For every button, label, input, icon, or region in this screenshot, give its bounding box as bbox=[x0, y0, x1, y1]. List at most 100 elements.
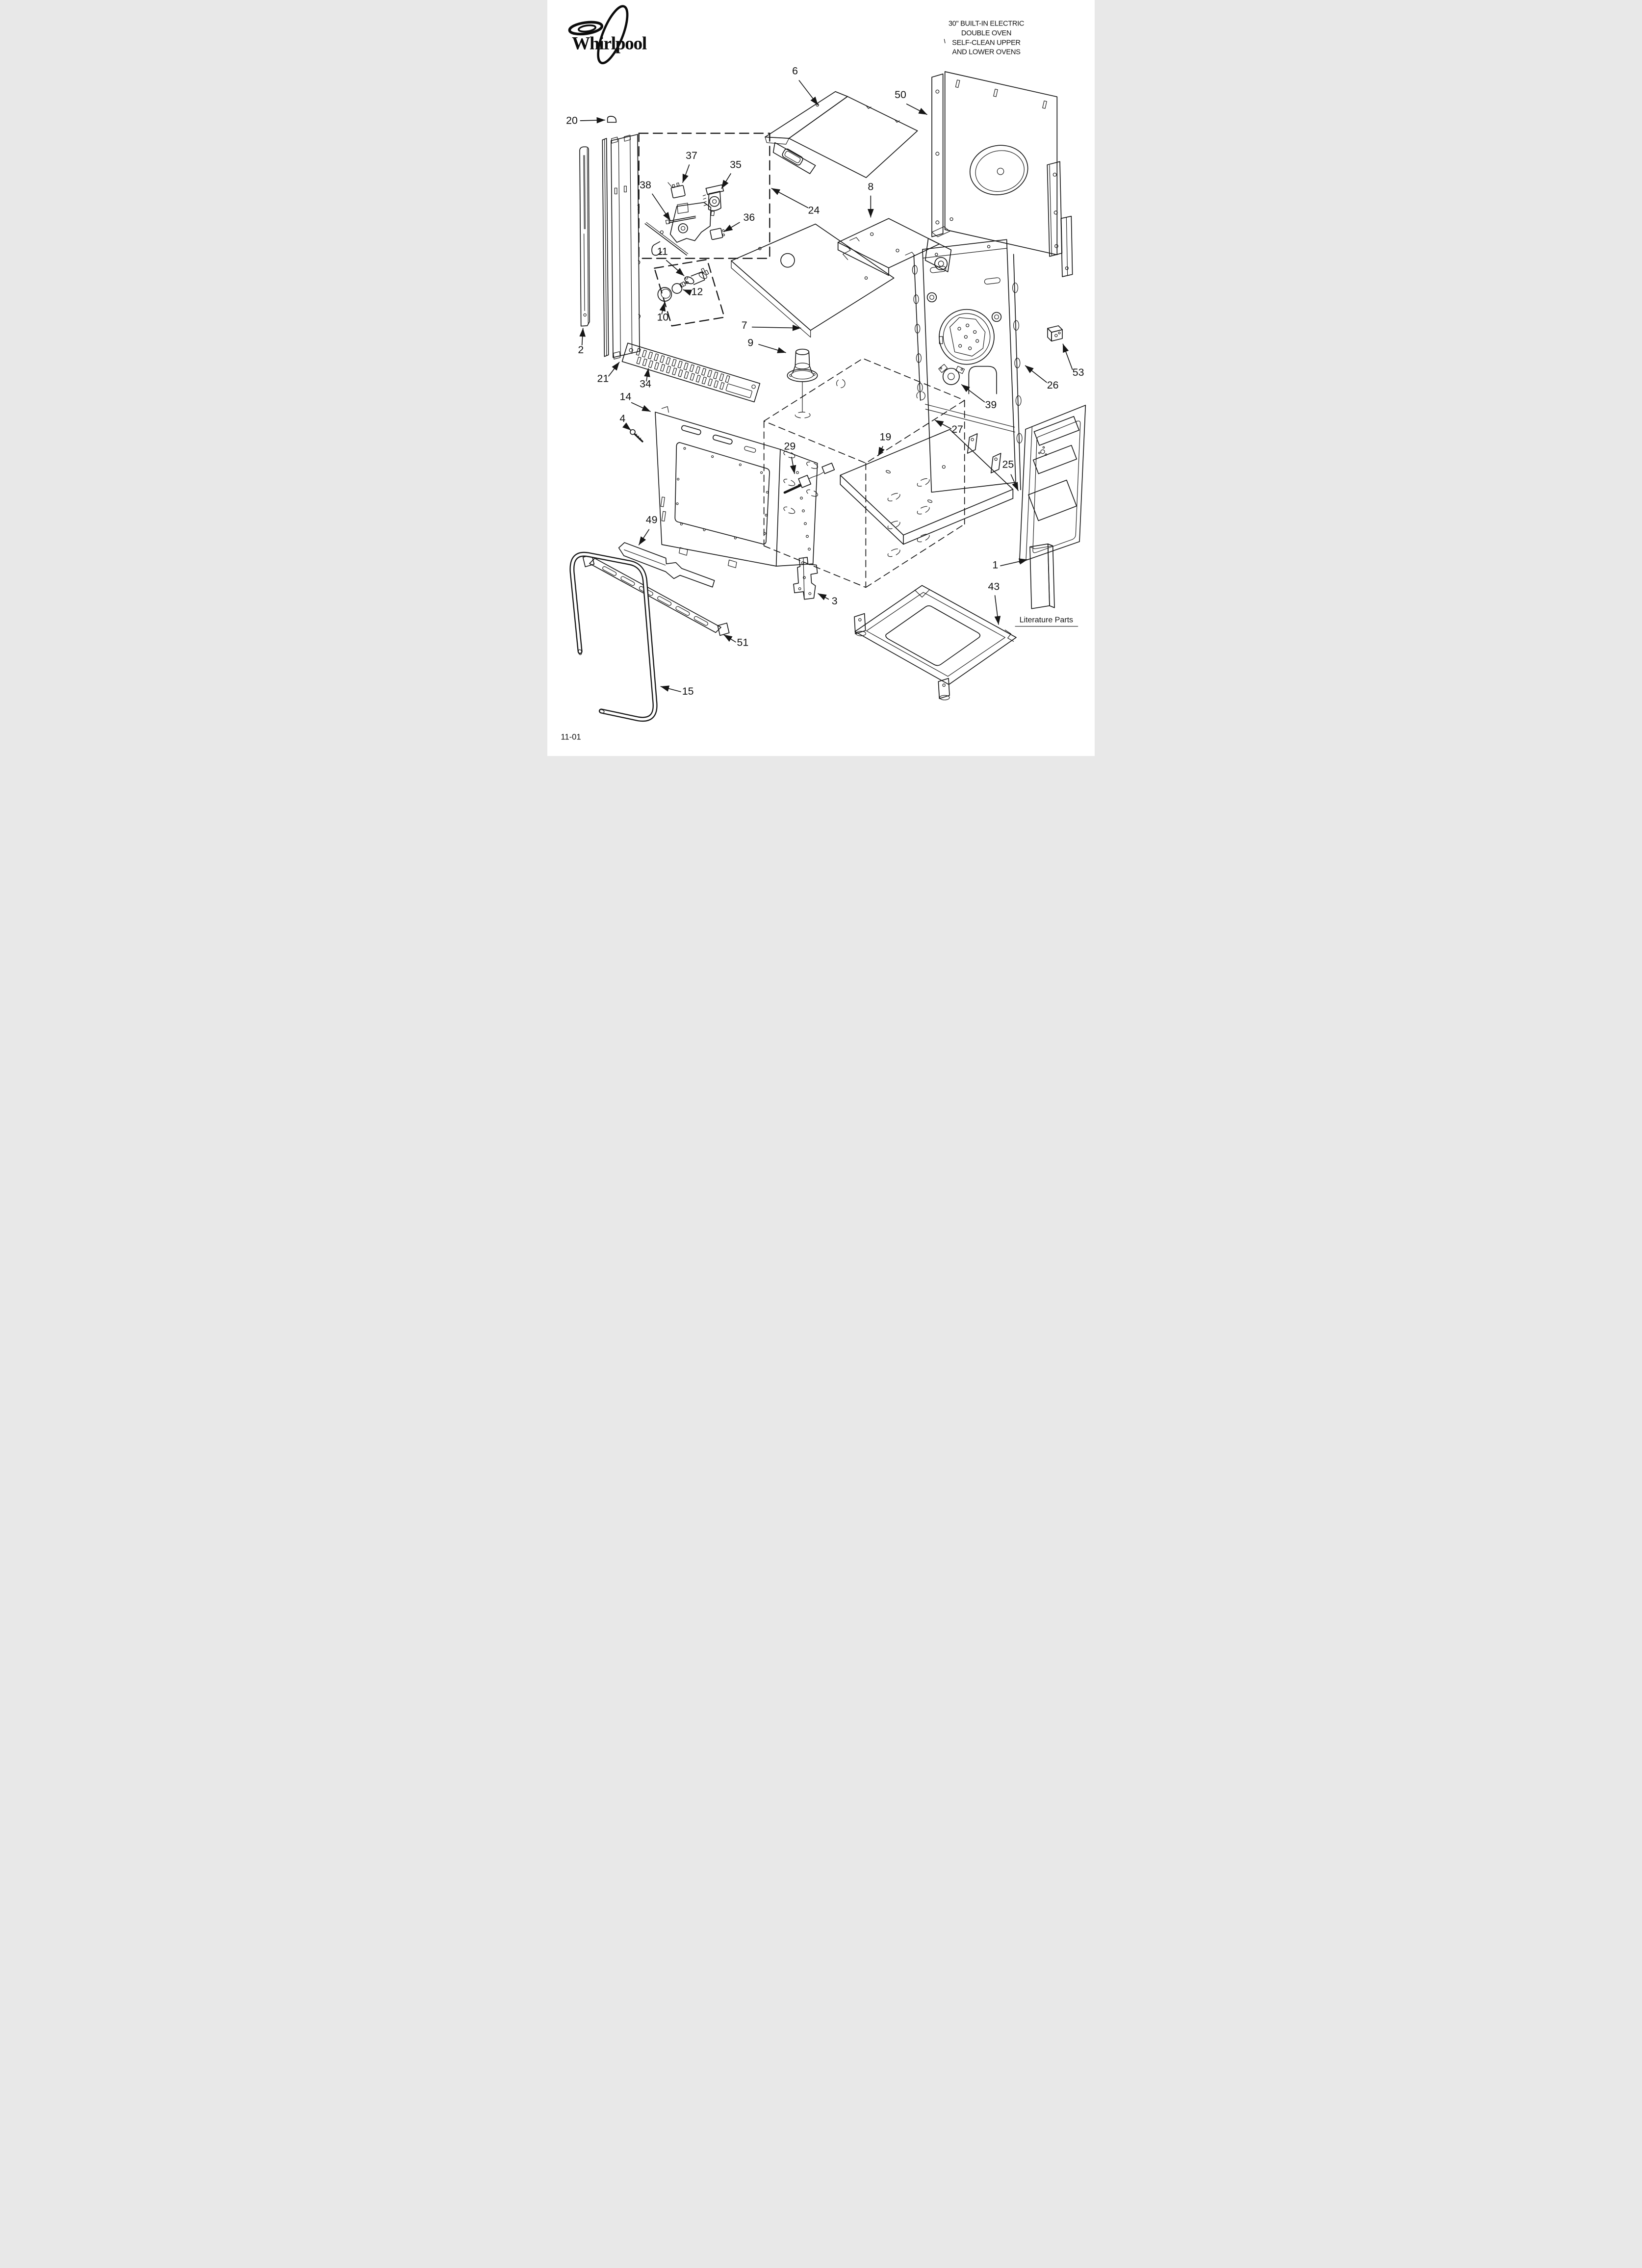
part-37-micro-switch bbox=[667, 182, 686, 199]
callout-19: 19 bbox=[877, 431, 891, 456]
callout-20: 20 bbox=[566, 115, 606, 127]
part-38-latch-plate bbox=[644, 202, 712, 256]
brand-wordmark: Whirlpool bbox=[572, 34, 647, 54]
svg-text:10: 10 bbox=[657, 311, 668, 323]
part-1-literature-book bbox=[1029, 543, 1055, 609]
part-39-thermostat bbox=[938, 364, 965, 385]
callout-10: 10 bbox=[657, 302, 668, 323]
callout-49: 49 bbox=[638, 514, 658, 546]
callout-4: 4 bbox=[619, 413, 631, 431]
part-rear-edge-strip bbox=[1060, 215, 1073, 277]
literature-parts-label: Literature Parts bbox=[1020, 616, 1073, 625]
part-34-vent-grille bbox=[621, 342, 761, 403]
callout-26: 26 bbox=[1025, 365, 1059, 391]
svg-text:20: 20 bbox=[566, 115, 578, 127]
svg-text:7: 7 bbox=[742, 319, 747, 331]
callout-14: 14 bbox=[619, 391, 651, 412]
svg-text:35: 35 bbox=[730, 159, 742, 171]
part-12-light-bulb bbox=[671, 281, 687, 294]
part-9-vent-cap bbox=[787, 348, 818, 413]
svg-text:29: 29 bbox=[784, 441, 795, 452]
svg-text:34: 34 bbox=[640, 378, 651, 390]
title-block: 30" BUILT-IN ELECTRIC DOUBLE OVEN SELF-C… bbox=[944, 20, 1025, 56]
callout-21: 21 bbox=[597, 362, 620, 384]
literature-parts-section: Literature Parts bbox=[1015, 616, 1078, 627]
part-14-front-frame bbox=[655, 406, 818, 568]
callouts: 6 50 20 37 35 38 36 24 bbox=[566, 65, 1084, 697]
svg-text:49: 49 bbox=[646, 514, 658, 526]
title-line-3: SELF-CLEAN UPPER bbox=[952, 39, 1021, 47]
callout-43: 43 bbox=[988, 581, 1001, 625]
callout-11: 11 bbox=[657, 245, 685, 276]
stray-tick-mark bbox=[944, 39, 946, 44]
svg-text:50: 50 bbox=[895, 89, 906, 101]
logo-swirl-icon bbox=[568, 21, 604, 36]
svg-text:3: 3 bbox=[832, 595, 838, 607]
svg-text:15: 15 bbox=[682, 685, 694, 697]
callout-12: 12 bbox=[683, 286, 703, 297]
part-36-micro-switch bbox=[710, 228, 725, 240]
svg-text:25: 25 bbox=[1002, 458, 1014, 470]
callout-36: 36 bbox=[723, 211, 755, 232]
part-15-door-gasket bbox=[569, 551, 658, 722]
svg-text:8: 8 bbox=[868, 181, 873, 192]
svg-text:6: 6 bbox=[792, 65, 798, 77]
title-line-1: 30" BUILT-IN ELECTRIC bbox=[949, 20, 1025, 28]
svg-text:14: 14 bbox=[619, 391, 631, 402]
callout-37: 37 bbox=[682, 150, 697, 183]
callout-2: 2 bbox=[578, 328, 586, 356]
part-21-side-channel bbox=[602, 134, 641, 360]
part-4-screw bbox=[630, 429, 643, 443]
svg-text:38: 38 bbox=[640, 179, 651, 191]
callout-53: 53 bbox=[1062, 343, 1084, 378]
svg-text:21: 21 bbox=[597, 372, 609, 384]
part-7-mid-panel bbox=[731, 223, 895, 338]
title-line-2: DOUBLE OVEN bbox=[961, 29, 1011, 37]
part-10-light-lens bbox=[657, 287, 672, 302]
part-25-rear-access-panel bbox=[1019, 405, 1086, 563]
parts-diagram-page: Whirlpool 30" BUILT-IN ELECTRIC DOUBLE O… bbox=[547, 0, 1095, 756]
part-20-end-cap bbox=[607, 116, 617, 123]
part-11-light-socket bbox=[684, 268, 709, 285]
callout-39: 39 bbox=[961, 384, 997, 411]
svg-text:51: 51 bbox=[737, 637, 748, 649]
part-26-cavity-wrapper-panel bbox=[912, 239, 1023, 493]
callout-34: 34 bbox=[640, 368, 651, 390]
svg-text:12: 12 bbox=[691, 286, 703, 297]
callout-27: 27 bbox=[934, 419, 963, 435]
part-53-clip-bracket bbox=[1047, 325, 1063, 342]
svg-text:36: 36 bbox=[743, 211, 755, 223]
logo-loop-icon bbox=[597, 5, 629, 64]
svg-text:2: 2 bbox=[578, 344, 584, 356]
svg-text:4: 4 bbox=[619, 413, 625, 424]
footer-revision-code: 11-01 bbox=[561, 732, 581, 741]
brand-logo: Whirlpool bbox=[568, 5, 647, 64]
callout-8: 8 bbox=[868, 181, 874, 218]
svg-text:27: 27 bbox=[951, 423, 963, 435]
callout-25: 25 bbox=[1002, 458, 1019, 491]
part-35-latch-motor bbox=[702, 184, 724, 216]
callout-51: 51 bbox=[723, 634, 748, 649]
part-51-lower-trim bbox=[582, 554, 730, 636]
callout-29: 29 bbox=[784, 441, 796, 474]
part-6-top-deflector-panel bbox=[765, 91, 918, 178]
callout-3: 3 bbox=[818, 593, 838, 607]
part-50-rear-upper-panel bbox=[931, 71, 1063, 257]
part-29-oven-sensor bbox=[783, 463, 835, 494]
callout-35: 35 bbox=[721, 159, 742, 189]
callout-38: 38 bbox=[640, 179, 671, 221]
part-43-bottom-tray bbox=[854, 585, 1017, 701]
callout-50: 50 bbox=[895, 89, 927, 115]
svg-text:11: 11 bbox=[657, 245, 668, 257]
svg-text:24: 24 bbox=[808, 204, 820, 216]
latch-assembly-dashed-box bbox=[638, 132, 770, 259]
svg-text:1: 1 bbox=[992, 559, 998, 571]
callout-9: 9 bbox=[747, 337, 786, 353]
part-8-clock-control-assembly bbox=[837, 218, 952, 276]
light-assembly-dashed-box bbox=[654, 259, 725, 327]
callout-7: 7 bbox=[742, 319, 801, 331]
svg-text:26: 26 bbox=[1047, 379, 1059, 391]
part-2-side-trim bbox=[579, 146, 590, 327]
svg-text:53: 53 bbox=[1073, 366, 1084, 378]
svg-text:19: 19 bbox=[879, 431, 891, 443]
